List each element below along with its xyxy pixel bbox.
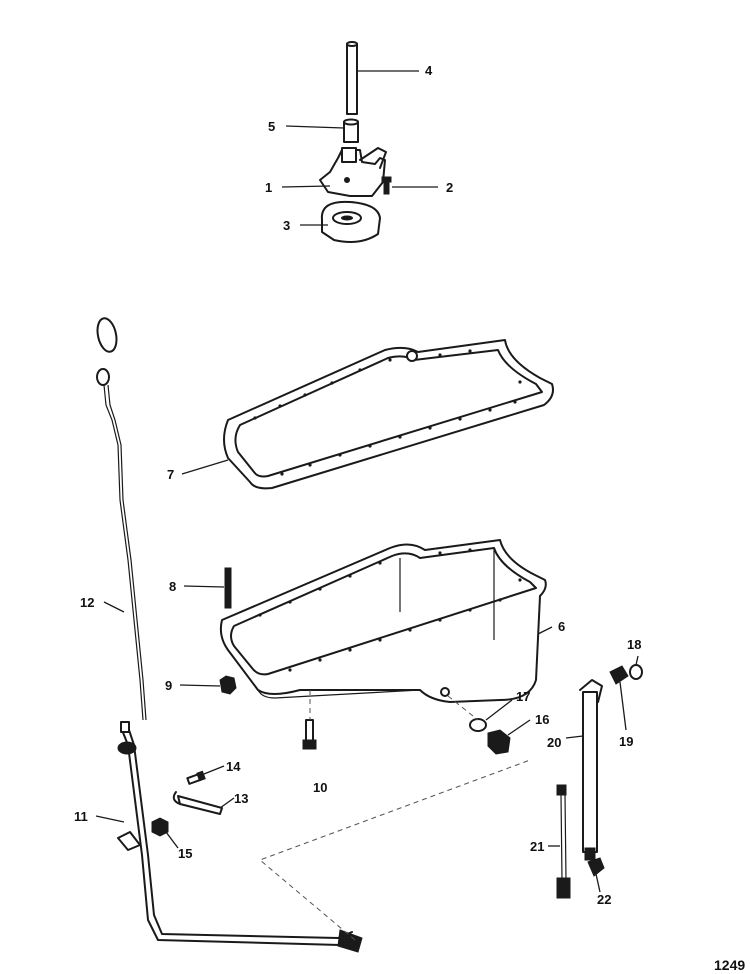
callout-21: 21 <box>530 839 544 854</box>
extension-hose <box>556 784 571 899</box>
pump-intake-tube <box>346 41 358 115</box>
callout-22: 22 <box>597 892 611 907</box>
callout-5: 5 <box>268 119 275 134</box>
leader-lines <box>95 70 639 893</box>
oil-pan-gasket <box>223 339 554 490</box>
pan-bolt-holes <box>258 548 522 672</box>
callout-11: 11 <box>74 809 88 824</box>
pump-bolt <box>381 176 392 195</box>
pan-bolt <box>302 719 317 750</box>
callout-1: 1 <box>265 180 272 195</box>
callout-3: 3 <box>283 218 290 233</box>
callout-15: 15 <box>178 846 192 861</box>
drain-dashed-guide <box>447 695 479 721</box>
gasket-bolt-holes <box>253 349 522 476</box>
pump-sleeve <box>343 118 359 143</box>
callout-9: 9 <box>165 678 172 693</box>
pump-screen <box>320 200 381 243</box>
clip <box>172 791 223 815</box>
callout-4: 4 <box>425 63 433 78</box>
callout-10: 10 <box>313 780 327 795</box>
callout-6: 6 <box>558 619 565 634</box>
callout-19: 19 <box>619 734 633 749</box>
oil-pump <box>319 147 387 197</box>
callout-14: 14 <box>226 759 241 774</box>
callout-13: 13 <box>234 791 248 806</box>
o-ring <box>629 664 643 680</box>
callout-20: 20 <box>547 735 561 750</box>
callout-18: 18 <box>627 637 641 652</box>
callout-12: 12 <box>80 595 94 610</box>
figure-number: 1249 <box>714 957 745 973</box>
dipstick-tube <box>117 721 363 953</box>
clip-nut <box>151 817 169 837</box>
nut <box>219 675 237 695</box>
drain-gasket <box>469 718 487 732</box>
cap <box>587 857 605 877</box>
drain-hose <box>579 679 603 861</box>
callout-8: 8 <box>169 579 176 594</box>
fitting <box>609 665 629 685</box>
oil-pan <box>219 539 547 703</box>
callout-16: 16 <box>535 712 549 727</box>
tube-dashed-guide <box>259 759 531 941</box>
callout-2: 2 <box>446 180 453 195</box>
callout-17: 17 <box>516 689 530 704</box>
clip-bolt <box>186 770 206 785</box>
dipstick <box>96 317 147 721</box>
drain-plug <box>487 729 511 755</box>
stud <box>224 567 232 609</box>
callout-7: 7 <box>167 467 174 482</box>
